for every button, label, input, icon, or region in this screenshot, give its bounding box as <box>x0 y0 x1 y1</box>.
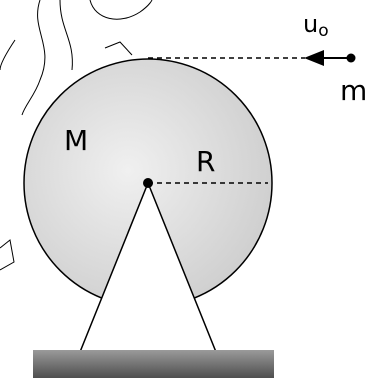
label-mass-particle: m <box>340 74 365 107</box>
velocity-arrow-head <box>304 50 324 66</box>
background-squiggles <box>0 0 153 271</box>
label-velocity-main: u <box>303 10 318 38</box>
pivot-point <box>143 178 153 188</box>
label-radius: R <box>196 145 215 178</box>
label-velocity: uo <box>303 10 329 41</box>
label-velocity-subscript: o <box>318 21 328 41</box>
particle <box>346 53 356 63</box>
ground-base <box>33 350 274 378</box>
label-mass-disk: M <box>64 124 88 157</box>
